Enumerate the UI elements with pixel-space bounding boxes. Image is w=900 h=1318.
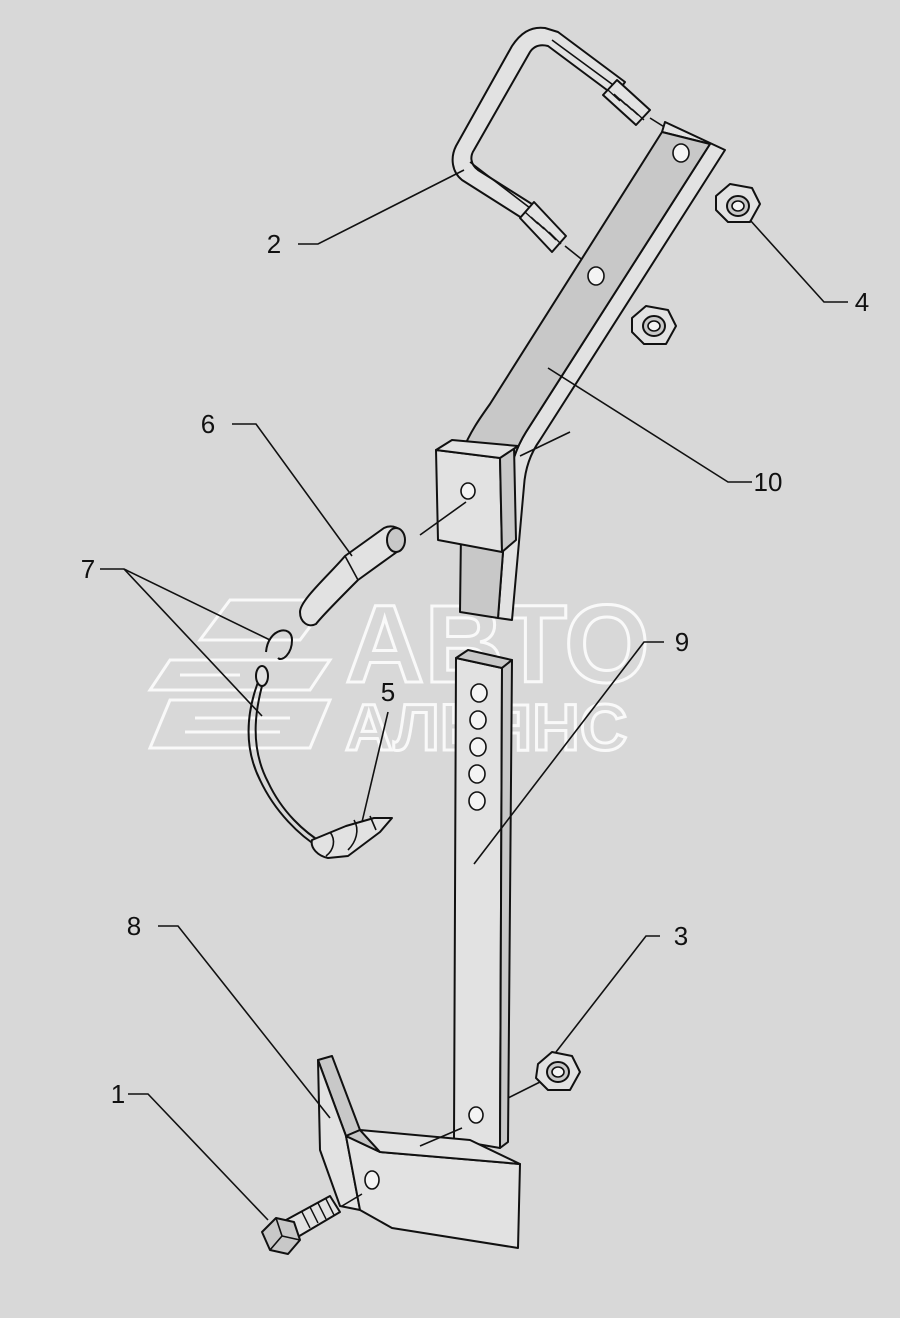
callout-3: 3	[674, 921, 688, 951]
watermark-logo-icon	[147, 598, 333, 750]
callout-5: 5	[381, 677, 395, 707]
leader-lines	[100, 169, 848, 1221]
callout-1: 1	[111, 1079, 125, 1109]
callout-4: 4	[855, 287, 869, 317]
callout-2: 2	[267, 229, 281, 259]
callout-6: 6	[201, 409, 215, 439]
pin-part	[299, 525, 406, 627]
plow-foot-part	[317, 1055, 521, 1249]
callout-7: 7	[81, 554, 95, 584]
spring-clip-part	[310, 815, 393, 859]
callout-9: 9	[675, 627, 689, 657]
watermark: АВТО АЛЬЯНС	[147, 582, 651, 766]
u-bolt-part	[451, 26, 667, 263]
callout-labels: 1 2 3 4 5 6 7 8 9 10	[81, 229, 869, 1109]
callout-8: 8	[127, 911, 141, 941]
callout-10: 10	[754, 467, 783, 497]
nut-upper-part	[631, 183, 761, 345]
bracket-arm-part	[419, 121, 726, 621]
bolt-part	[261, 1193, 363, 1255]
perforated-bar-part	[453, 649, 513, 1149]
nut-lower-part	[507, 1051, 581, 1099]
clip-cable-part	[247, 629, 325, 849]
